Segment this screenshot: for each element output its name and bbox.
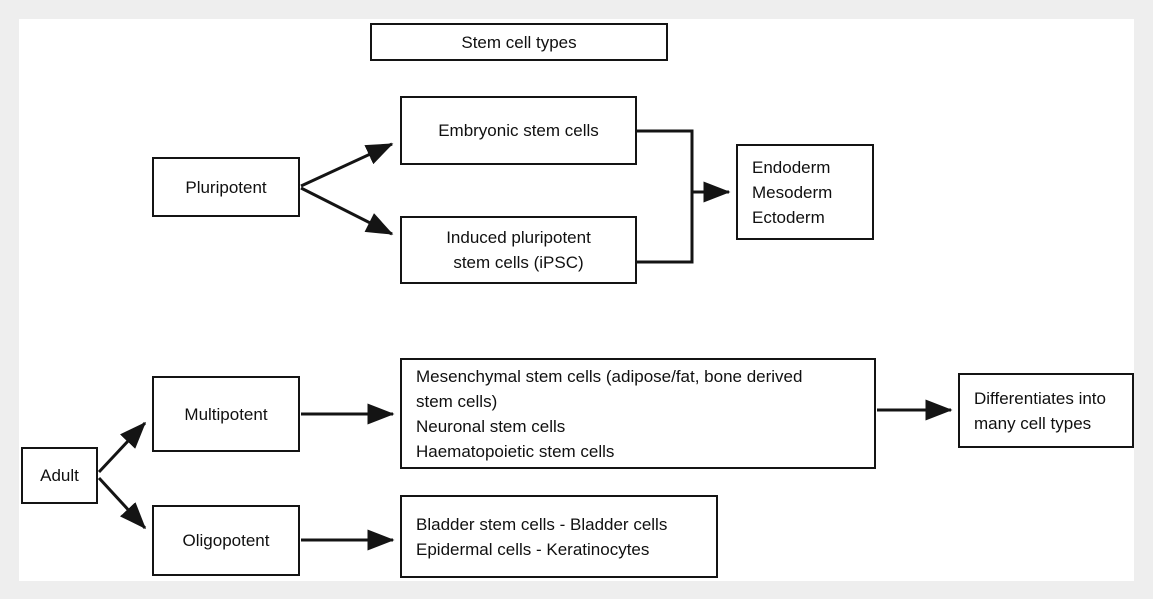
node-oligopotent-cell-types-label: Bladder stem cells - Bladder cells Epide… [416,514,668,559]
node-differentiates-many-cell-types: Differentiates into many cell types [958,373,1134,448]
node-induced-pluripotent-stem-cells: Induced pluripotent stem cells (iPSC) [400,216,637,284]
node-title-stem-cell-types: Stem cell types [370,23,668,61]
node-germ-layers-label: Endoderm Mesoderm Ectoderm [752,157,833,227]
node-germ-layers: Endoderm Mesoderm Ectoderm [736,144,874,240]
node-adult-label: Adult [40,466,79,485]
node-title-label: Stem cell types [461,32,577,52]
node-embryonic-stem-cells: Embryonic stem cells [400,96,637,165]
node-multipotent-label: Multipotent [184,404,268,424]
node-pluripotent-label: Pluripotent [185,177,267,197]
node-oligopotent-label: Oligopotent [182,531,270,550]
node-oligopotent-cell-types: Bladder stem cells - Bladder cells Epide… [400,495,718,578]
node-induced-pluripotent-stem-cells-label: Induced pluripotent stem cells (iPSC) [446,228,591,272]
node-oligopotent: Oligopotent [152,505,300,576]
node-adult: Adult [21,447,98,504]
node-pluripotent: Pluripotent [152,157,300,217]
node-multipotent-cell-types: Mesenchymal stem cells (adipose/fat, bon… [400,358,876,469]
node-multipotent-cell-types-label: Mesenchymal stem cells (adipose/fat, bon… [416,366,803,461]
node-embryonic-stem-cells-label: Embryonic stem cells [438,121,599,140]
node-multipotent: Multipotent [152,376,300,452]
node-differentiates-many-cell-types-label: Differentiates into many cell types [974,388,1106,433]
